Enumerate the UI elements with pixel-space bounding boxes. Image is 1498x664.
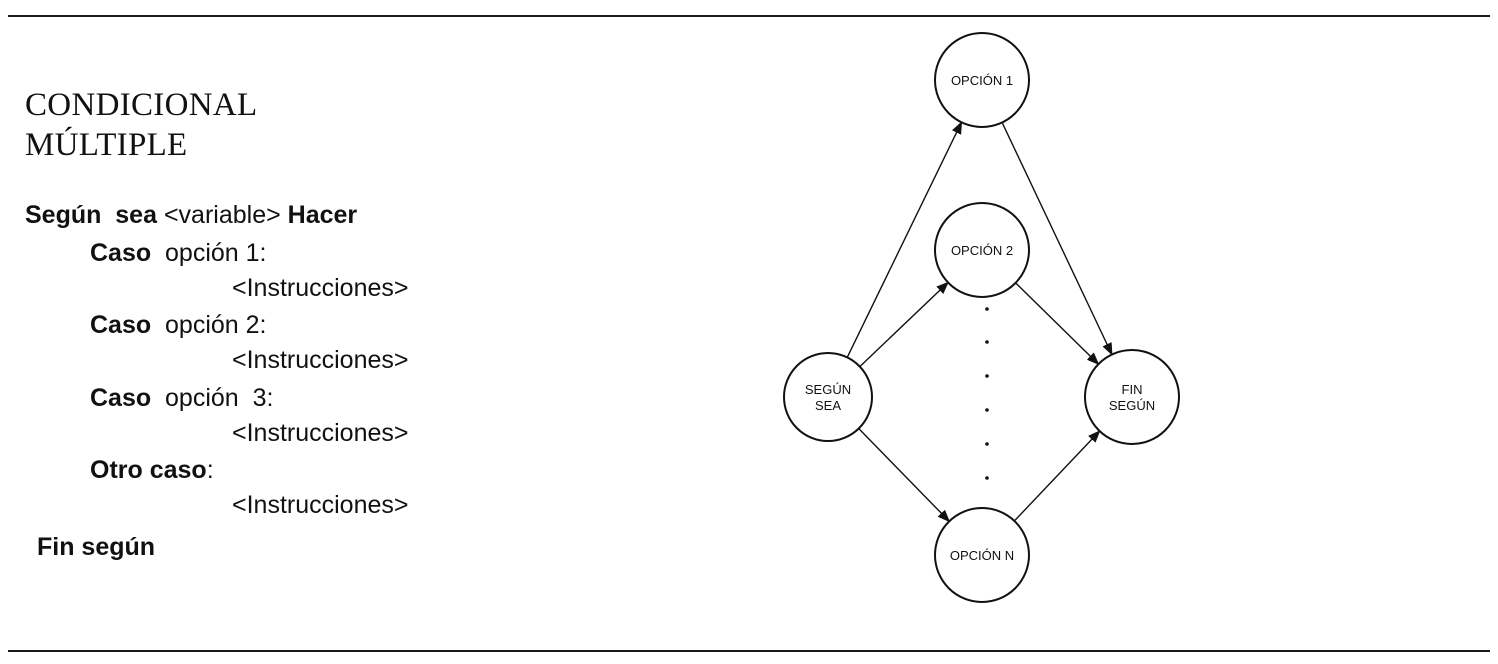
heading-line-2: MÚLTIPLE: [25, 127, 188, 163]
edge-opcion2-to-fin_segun: [1015, 282, 1100, 365]
caso-keyword: Caso: [90, 384, 152, 412]
variable-placeholder: <variable>: [157, 201, 288, 229]
caso-option: opción 3:: [151, 384, 274, 412]
node-label: SEGÚN: [1109, 398, 1155, 413]
segun-keyword: Según sea: [25, 201, 157, 229]
section-heading: CONDICIONAL MÚLTIPLE: [25, 85, 257, 165]
fin-keyword: Fin según: [37, 533, 156, 561]
edge-segun_sea-to-opcion1: [846, 121, 963, 358]
caso-keyword: Caso: [90, 311, 152, 339]
heading-line-1: CONDICIONAL: [25, 87, 258, 123]
instructions-3: <Instrucciones>: [232, 419, 409, 447]
caso-3-line: Caso opción 3:: [90, 383, 273, 413]
node-circle: [783, 352, 873, 442]
node-circle: [934, 202, 1030, 298]
edge-segun_sea-to-opcionN: [858, 428, 951, 523]
segun-line: Según sea <variable> Hacer: [25, 200, 357, 230]
node-label: OPCIÓN 1: [951, 73, 1013, 88]
caso-keyword: Caso: [90, 239, 152, 267]
node-label: SEGÚN: [805, 382, 851, 397]
caso-2-line: Caso opción 2:: [90, 310, 267, 340]
ellipsis-dot: [985, 307, 989, 311]
edge-segun_sea-to-opcion2: [859, 281, 949, 368]
ellipsis-dot: [985, 476, 989, 480]
instructions-2: <Instrucciones>: [232, 346, 409, 374]
node-label: SEA: [815, 398, 841, 413]
node-opcion1: OPCIÓN 1: [934, 32, 1030, 128]
node-opcionN: OPCIÓN N: [934, 507, 1030, 603]
node-label: OPCIÓN 2: [951, 243, 1013, 258]
ellipsis-dot: [985, 442, 989, 446]
edges-group: [846, 121, 1113, 523]
top-rule: [8, 15, 1490, 17]
edge-opcion1-to-fin_segun: [1001, 122, 1113, 356]
node-label: FIN: [1122, 382, 1143, 397]
hacer-keyword: Hacer: [287, 201, 358, 229]
caso-option: opción 1:: [151, 239, 267, 267]
caso-1-line: Caso opción 1:: [90, 238, 267, 268]
node-circle: [1084, 349, 1180, 445]
fin-segun-line: Fin según: [37, 532, 155, 562]
instructions-4: <Instrucciones>: [232, 491, 409, 519]
caso-option: opción 2:: [151, 311, 267, 339]
node-circle: [934, 507, 1030, 603]
ellipsis-dots: [985, 307, 989, 480]
otro-caso-keyword: Otro caso: [90, 456, 207, 484]
instructions-1: <Instrucciones>: [232, 274, 409, 302]
node-label: OPCIÓN N: [950, 548, 1014, 563]
node-opcion2: OPCIÓN 2: [934, 202, 1030, 298]
node-circle: [934, 32, 1030, 128]
otro-caso-line: Otro caso:: [90, 455, 214, 485]
bottom-rule: [8, 650, 1490, 652]
otro-caso-colon: :: [206, 456, 214, 484]
ellipsis-dot: [985, 340, 989, 344]
ellipsis-dot: [985, 374, 989, 378]
edge-opcionN-to-fin_segun: [1013, 430, 1101, 522]
ellipsis-dot: [985, 408, 989, 412]
